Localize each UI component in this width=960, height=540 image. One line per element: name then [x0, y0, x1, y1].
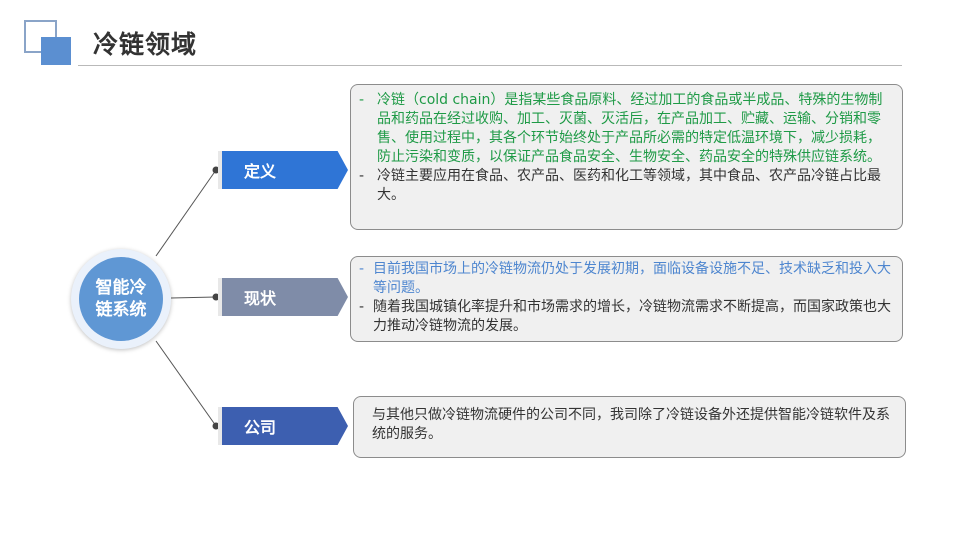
bullet-dash: -: [359, 299, 365, 315]
logo-square-outline: [24, 20, 57, 53]
definition-text-2: 冷链主要应用在食品、农产品、医药和化工等领域，其中食品、农产品冷链占比最大。: [377, 168, 881, 203]
bullet-dash: -: [359, 92, 365, 108]
tag-status-label: 现状: [244, 289, 277, 308]
company-text: 与其他只做冷链物流硬件的公司不同，我司除了冷链设备外还提供智能冷链软件及系统的服…: [372, 407, 890, 442]
status-bullet-2: - 随着我国城镇化率提升和市场需求的增长，冷链物流需求不断提高，而国家政策也大力…: [359, 298, 892, 336]
tag-definition-label: 定义: [244, 162, 277, 181]
connector-definition: [155, 169, 217, 257]
logo-square-fill: [41, 37, 71, 65]
connector-company: [155, 340, 217, 427]
tag-definition: 定义: [218, 151, 348, 189]
tag-company: 公司: [218, 407, 348, 445]
tag-status: 现状: [218, 278, 348, 316]
definition-text-1: 冷链（cold chain）是指某些食品原料、经过加工的食品或半成品、特殊的生物…: [377, 92, 883, 165]
status-bullet-1: - 目前我国市场上的冷链物流仍处于发展初期，面临设备设施不足、技术缺乏和投入大等…: [359, 260, 892, 298]
definition-bullet-1: - 冷链（cold chain）是指某些食品原料、经过加工的食品或半成品、特殊的…: [359, 91, 892, 167]
page-title: 冷链领域: [93, 30, 198, 59]
hub-circle: 智能冷链系统: [71, 249, 171, 349]
connector-status: [170, 296, 217, 299]
status-text-1: 目前我国市场上的冷链物流仍处于发展初期，面临设备设施不足、技术缺乏和投入大等问题…: [373, 261, 891, 296]
definition-bullet-2: - 冷链主要应用在食品、农产品、医药和化工等领域，其中食品、农产品冷链占比最大。: [359, 167, 892, 205]
connector-dot-definition: [212, 166, 220, 174]
company-box: 与其他只做冷链物流硬件的公司不同，我司除了冷链设备外还提供智能冷链软件及系统的服…: [353, 396, 906, 458]
bullet-dash: -: [359, 168, 365, 184]
title-divider: [78, 65, 902, 66]
connector-dot-status: [212, 293, 220, 301]
connector-dot-company: [212, 422, 220, 430]
definition-box: - 冷链（cold chain）是指某些食品原料、经过加工的食品或半成品、特殊的…: [350, 84, 903, 230]
bullet-dash: -: [359, 261, 365, 277]
tag-company-label: 公司: [244, 418, 277, 437]
hub-label: 智能冷链系统: [79, 257, 163, 341]
status-text-2: 随着我国城镇化率提升和市场需求的增长，冷链物流需求不断提高，而国家政策也大力推动…: [373, 299, 891, 334]
status-box: - 目前我国市场上的冷链物流仍处于发展初期，面临设备设施不足、技术缺乏和投入大等…: [350, 256, 903, 342]
